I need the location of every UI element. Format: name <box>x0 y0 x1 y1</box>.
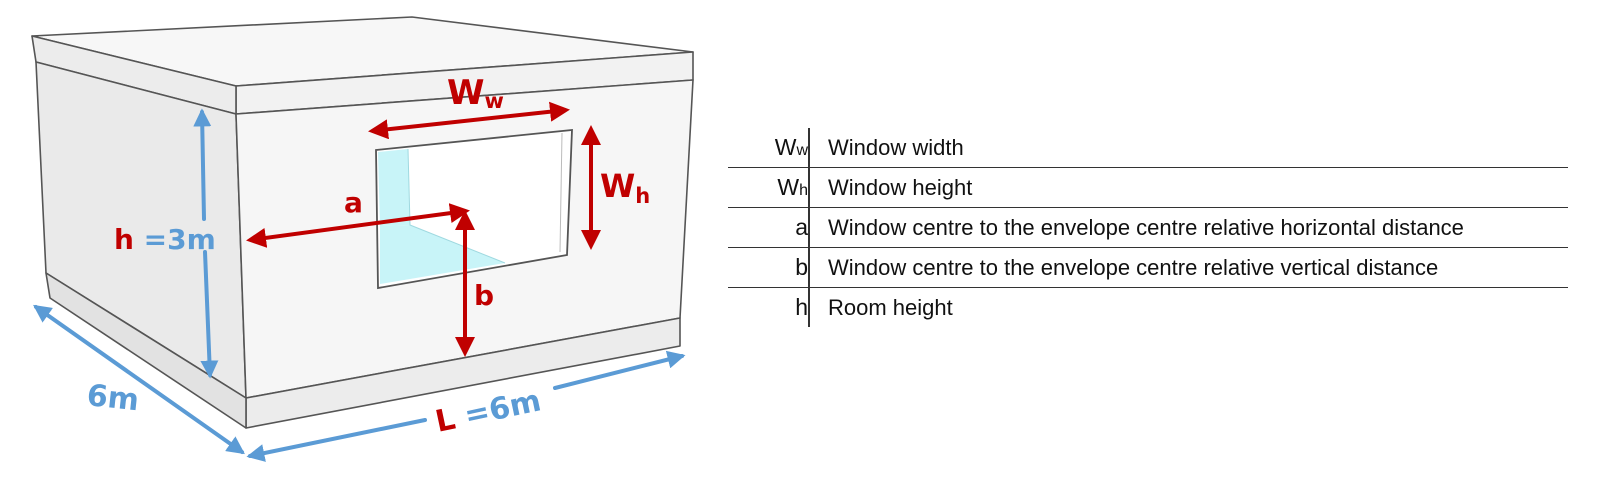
legend-symbol: a <box>795 214 808 240</box>
a-label: a <box>344 186 363 219</box>
legend-description: Window height <box>828 175 973 200</box>
legend-symbol: Ww <box>774 134 808 160</box>
window-width-label: Ww <box>447 73 504 113</box>
red-dimensions <box>246 101 601 357</box>
window-inner-edge-right <box>559 132 563 253</box>
a-distance-arrow <box>246 203 470 248</box>
room-diagram: Ww Wh a b h =3m 6m L =6m <box>31 16 694 462</box>
legend-row-a: a Window centre to the envelope centre r… <box>728 208 1568 248</box>
legend-description: Room height <box>828 295 953 320</box>
legend-description: Window width <box>828 135 964 160</box>
legend-divider <box>808 128 810 167</box>
room-height-label: h =3m <box>114 223 216 256</box>
legend-row-h: h Room height <box>728 288 1568 327</box>
length-label: L =6m <box>432 383 544 439</box>
length-arrow-right <box>553 350 686 390</box>
legend-symbol: b <box>795 254 808 280</box>
legend-description: Window centre to the envelope centre rel… <box>828 255 1439 280</box>
b-label: b <box>474 279 494 312</box>
legend-symbol: h <box>795 294 808 320</box>
legend-row-b: b Window centre to the envelope centre r… <box>728 248 1568 288</box>
legend-divider <box>808 168 810 207</box>
blue-dimensions <box>33 108 686 462</box>
room-height-arrow-top <box>193 108 212 221</box>
length-arrow-left <box>246 418 427 462</box>
window-height-label: Wh <box>600 167 650 208</box>
legend-table: Ww Window width Wh Window height a Windo… <box>728 128 1568 327</box>
legend-divider <box>808 288 810 327</box>
legend-divider <box>808 208 810 247</box>
depth-arrow <box>33 304 245 455</box>
depth-label: 6m <box>85 378 141 418</box>
legend-row-window-height: Wh Window height <box>728 168 1568 208</box>
legend-row-window-width: Ww Window width <box>728 128 1568 168</box>
legend-symbol: Wh <box>777 174 808 200</box>
legend-divider <box>808 248 810 287</box>
window-width-arrow <box>368 101 570 140</box>
window-glass-left <box>378 149 410 226</box>
legend-description: Window centre to the envelope centre rel… <box>828 215 1464 240</box>
